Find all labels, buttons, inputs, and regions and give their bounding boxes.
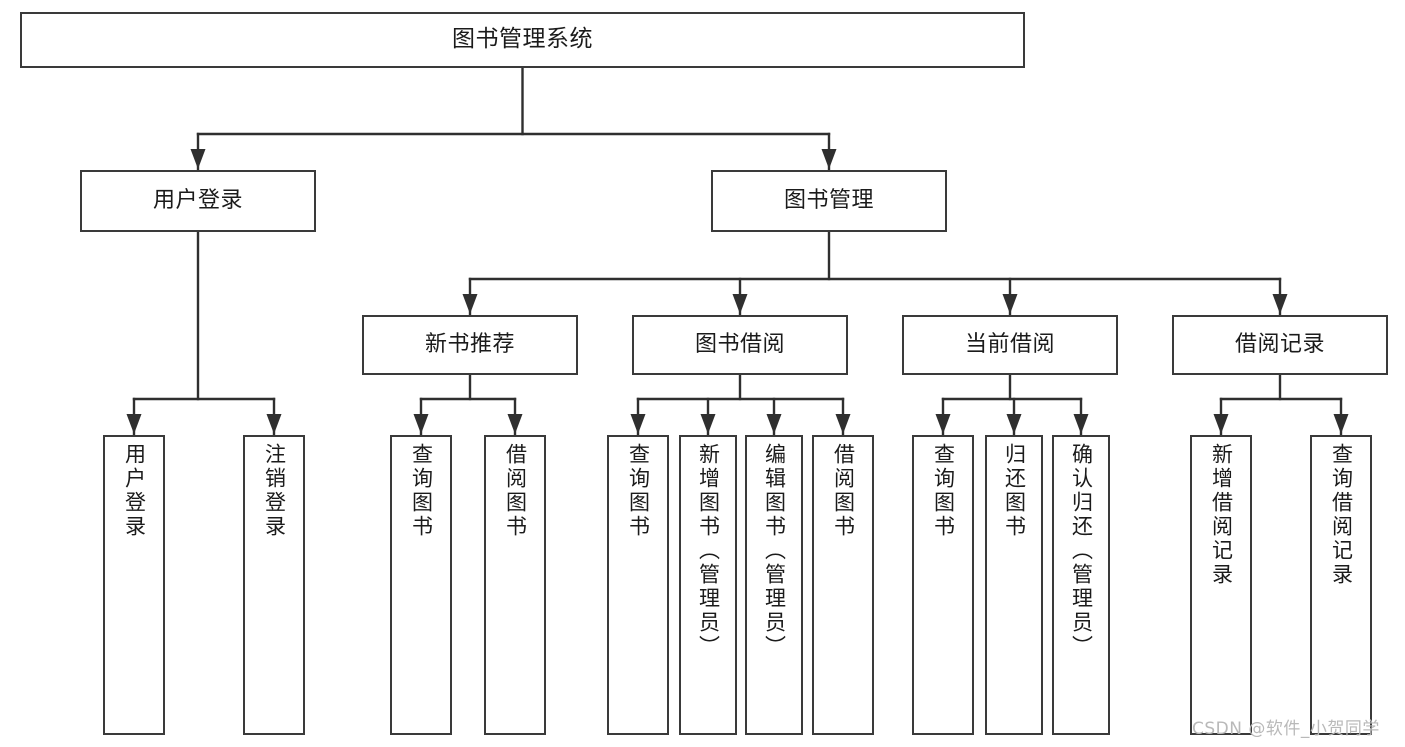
node-leaf-borrow-book-1[interactable]: 借阅图书 xyxy=(484,435,546,735)
node-root[interactable]: 图书管理系统 xyxy=(20,12,1025,68)
node-leaf-edit-book-label: 编辑图书（管理员） xyxy=(762,443,787,659)
node-borrow-record-label: 借阅记录 xyxy=(1234,332,1325,358)
node-leaf-query-book-1[interactable]: 查询图书 xyxy=(390,435,452,735)
node-leaf-return-book-label: 归还图书 xyxy=(1002,443,1027,539)
node-user-login[interactable]: 用户登录 xyxy=(80,170,316,232)
node-leaf-edit-book[interactable]: 编辑图书（管理员） xyxy=(745,435,803,735)
node-leaf-add-book[interactable]: 新增图书（管理员） xyxy=(679,435,737,735)
node-leaf-query-record-label: 查询借阅记录 xyxy=(1329,443,1354,587)
node-leaf-query-book-2[interactable]: 查询图书 xyxy=(607,435,669,735)
node-leaf-confirm-return-label: 确认归还（管理员） xyxy=(1069,443,1094,659)
node-book-manage[interactable]: 图书管理 xyxy=(711,170,947,232)
node-leaf-query-book-1-label: 查询图书 xyxy=(409,443,434,539)
node-leaf-query-record[interactable]: 查询借阅记录 xyxy=(1310,435,1372,735)
node-current-borrow-label: 当前借阅 xyxy=(964,332,1055,358)
node-book-manage-label: 图书管理 xyxy=(783,188,874,214)
node-new-book-recommend-label: 新书推荐 xyxy=(424,332,515,358)
node-root-label: 图书管理系统 xyxy=(452,26,593,53)
node-leaf-return-book[interactable]: 归还图书 xyxy=(985,435,1043,735)
node-leaf-borrow-book-1-label: 借阅图书 xyxy=(503,443,528,539)
node-leaf-logout-login-label: 注销登录 xyxy=(262,443,287,539)
node-leaf-borrow-book-2-label: 借阅图书 xyxy=(831,443,856,539)
node-new-book-recommend[interactable]: 新书推荐 xyxy=(362,315,578,375)
node-current-borrow[interactable]: 当前借阅 xyxy=(902,315,1118,375)
node-user-login-label: 用户登录 xyxy=(152,188,243,214)
node-leaf-add-book-label: 新增图书（管理员） xyxy=(696,443,721,659)
node-book-borrow-label: 图书借阅 xyxy=(694,332,785,358)
node-leaf-query-book-3-label: 查询图书 xyxy=(931,443,956,539)
node-leaf-query-book-2-label: 查询图书 xyxy=(626,443,651,539)
node-leaf-confirm-return[interactable]: 确认归还（管理员） xyxy=(1052,435,1110,735)
node-leaf-user-login-label: 用户登录 xyxy=(122,443,147,539)
node-borrow-record[interactable]: 借阅记录 xyxy=(1172,315,1388,375)
node-leaf-logout-login[interactable]: 注销登录 xyxy=(243,435,305,735)
node-leaf-query-book-3[interactable]: 查询图书 xyxy=(912,435,974,735)
node-leaf-add-record[interactable]: 新增借阅记录 xyxy=(1190,435,1252,735)
node-leaf-borrow-book-2[interactable]: 借阅图书 xyxy=(812,435,874,735)
node-leaf-add-record-label: 新增借阅记录 xyxy=(1209,443,1234,587)
csdn-watermark: CSDN @软件_小贺同学 xyxy=(1192,719,1380,739)
node-leaf-user-login[interactable]: 用户登录 xyxy=(103,435,165,735)
node-book-borrow[interactable]: 图书借阅 xyxy=(632,315,848,375)
